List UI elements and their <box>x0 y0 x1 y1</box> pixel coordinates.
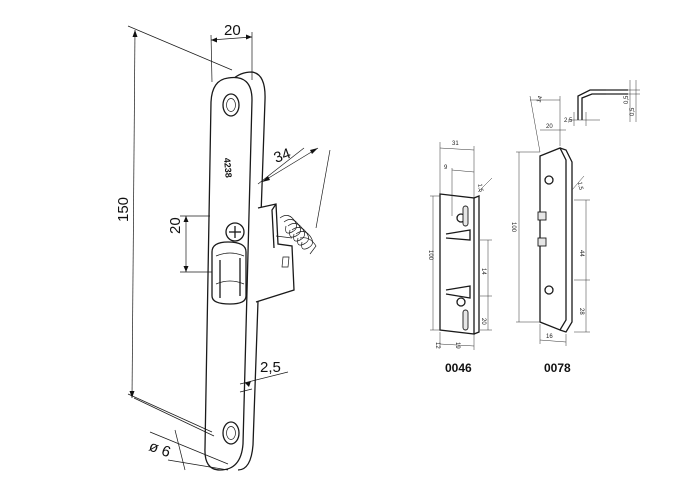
engraving-text: 4238 <box>222 157 234 178</box>
svg-text:100: 100 <box>510 222 516 233</box>
plate-0046: 31 9 1,5 100 14 20 12 19 0046 <box>427 141 493 375</box>
svg-text:28: 28 <box>578 308 584 315</box>
svg-text:20: 20 <box>167 217 184 234</box>
svg-text:ø 6: ø 6 <box>147 438 173 461</box>
svg-text:44: 44 <box>578 250 584 257</box>
dim-latch-20: 20 <box>167 215 212 273</box>
dim-width-20: 20 <box>210 22 253 83</box>
dim-height-150: 150 <box>115 25 233 433</box>
svg-text:31: 31 <box>452 141 459 147</box>
dim-hole-diameter: ø 6 <box>133 397 229 471</box>
svg-text:14: 14 <box>480 268 486 275</box>
plate-0078-code: 0078 <box>544 361 571 375</box>
spring-bracket <box>255 203 317 303</box>
roller-latch <box>211 241 247 305</box>
svg-text:20: 20 <box>224 22 241 39</box>
svg-text:14: 14 <box>536 95 544 104</box>
svg-text:0,5: 0,5 <box>630 107 636 116</box>
coil-spring-icon <box>279 215 317 255</box>
svg-text:1,5: 1,5 <box>476 183 483 193</box>
profile-detail-0078: 2,5 0,5 0,5 <box>564 80 640 126</box>
plate-0046-code: 0046 <box>445 361 472 375</box>
svg-text:100: 100 <box>427 250 433 261</box>
main-strike-plate: 4238 <box>115 22 331 471</box>
svg-text:2,5: 2,5 <box>564 118 573 124</box>
plate-0078: 14 20 1,5 100 44 28 16 0078 <box>510 95 590 375</box>
svg-text:150: 150 <box>115 197 132 222</box>
svg-text:0,5: 0,5 <box>624 95 630 104</box>
svg-text:9: 9 <box>444 165 448 171</box>
svg-text:1,5: 1,5 <box>576 181 583 191</box>
svg-text:20: 20 <box>546 124 553 130</box>
dim-thickness-2-5: 2,5 <box>239 359 289 393</box>
svg-text:20: 20 <box>480 318 486 325</box>
svg-text:16: 16 <box>546 334 553 340</box>
svg-text:34: 34 <box>272 145 293 167</box>
svg-text:12: 12 <box>434 342 440 349</box>
dim-depth-34: 34 <box>257 145 331 229</box>
svg-text:2,5: 2,5 <box>260 359 281 376</box>
screw-head-icon <box>225 222 245 242</box>
svg-text:19: 19 <box>454 342 460 349</box>
